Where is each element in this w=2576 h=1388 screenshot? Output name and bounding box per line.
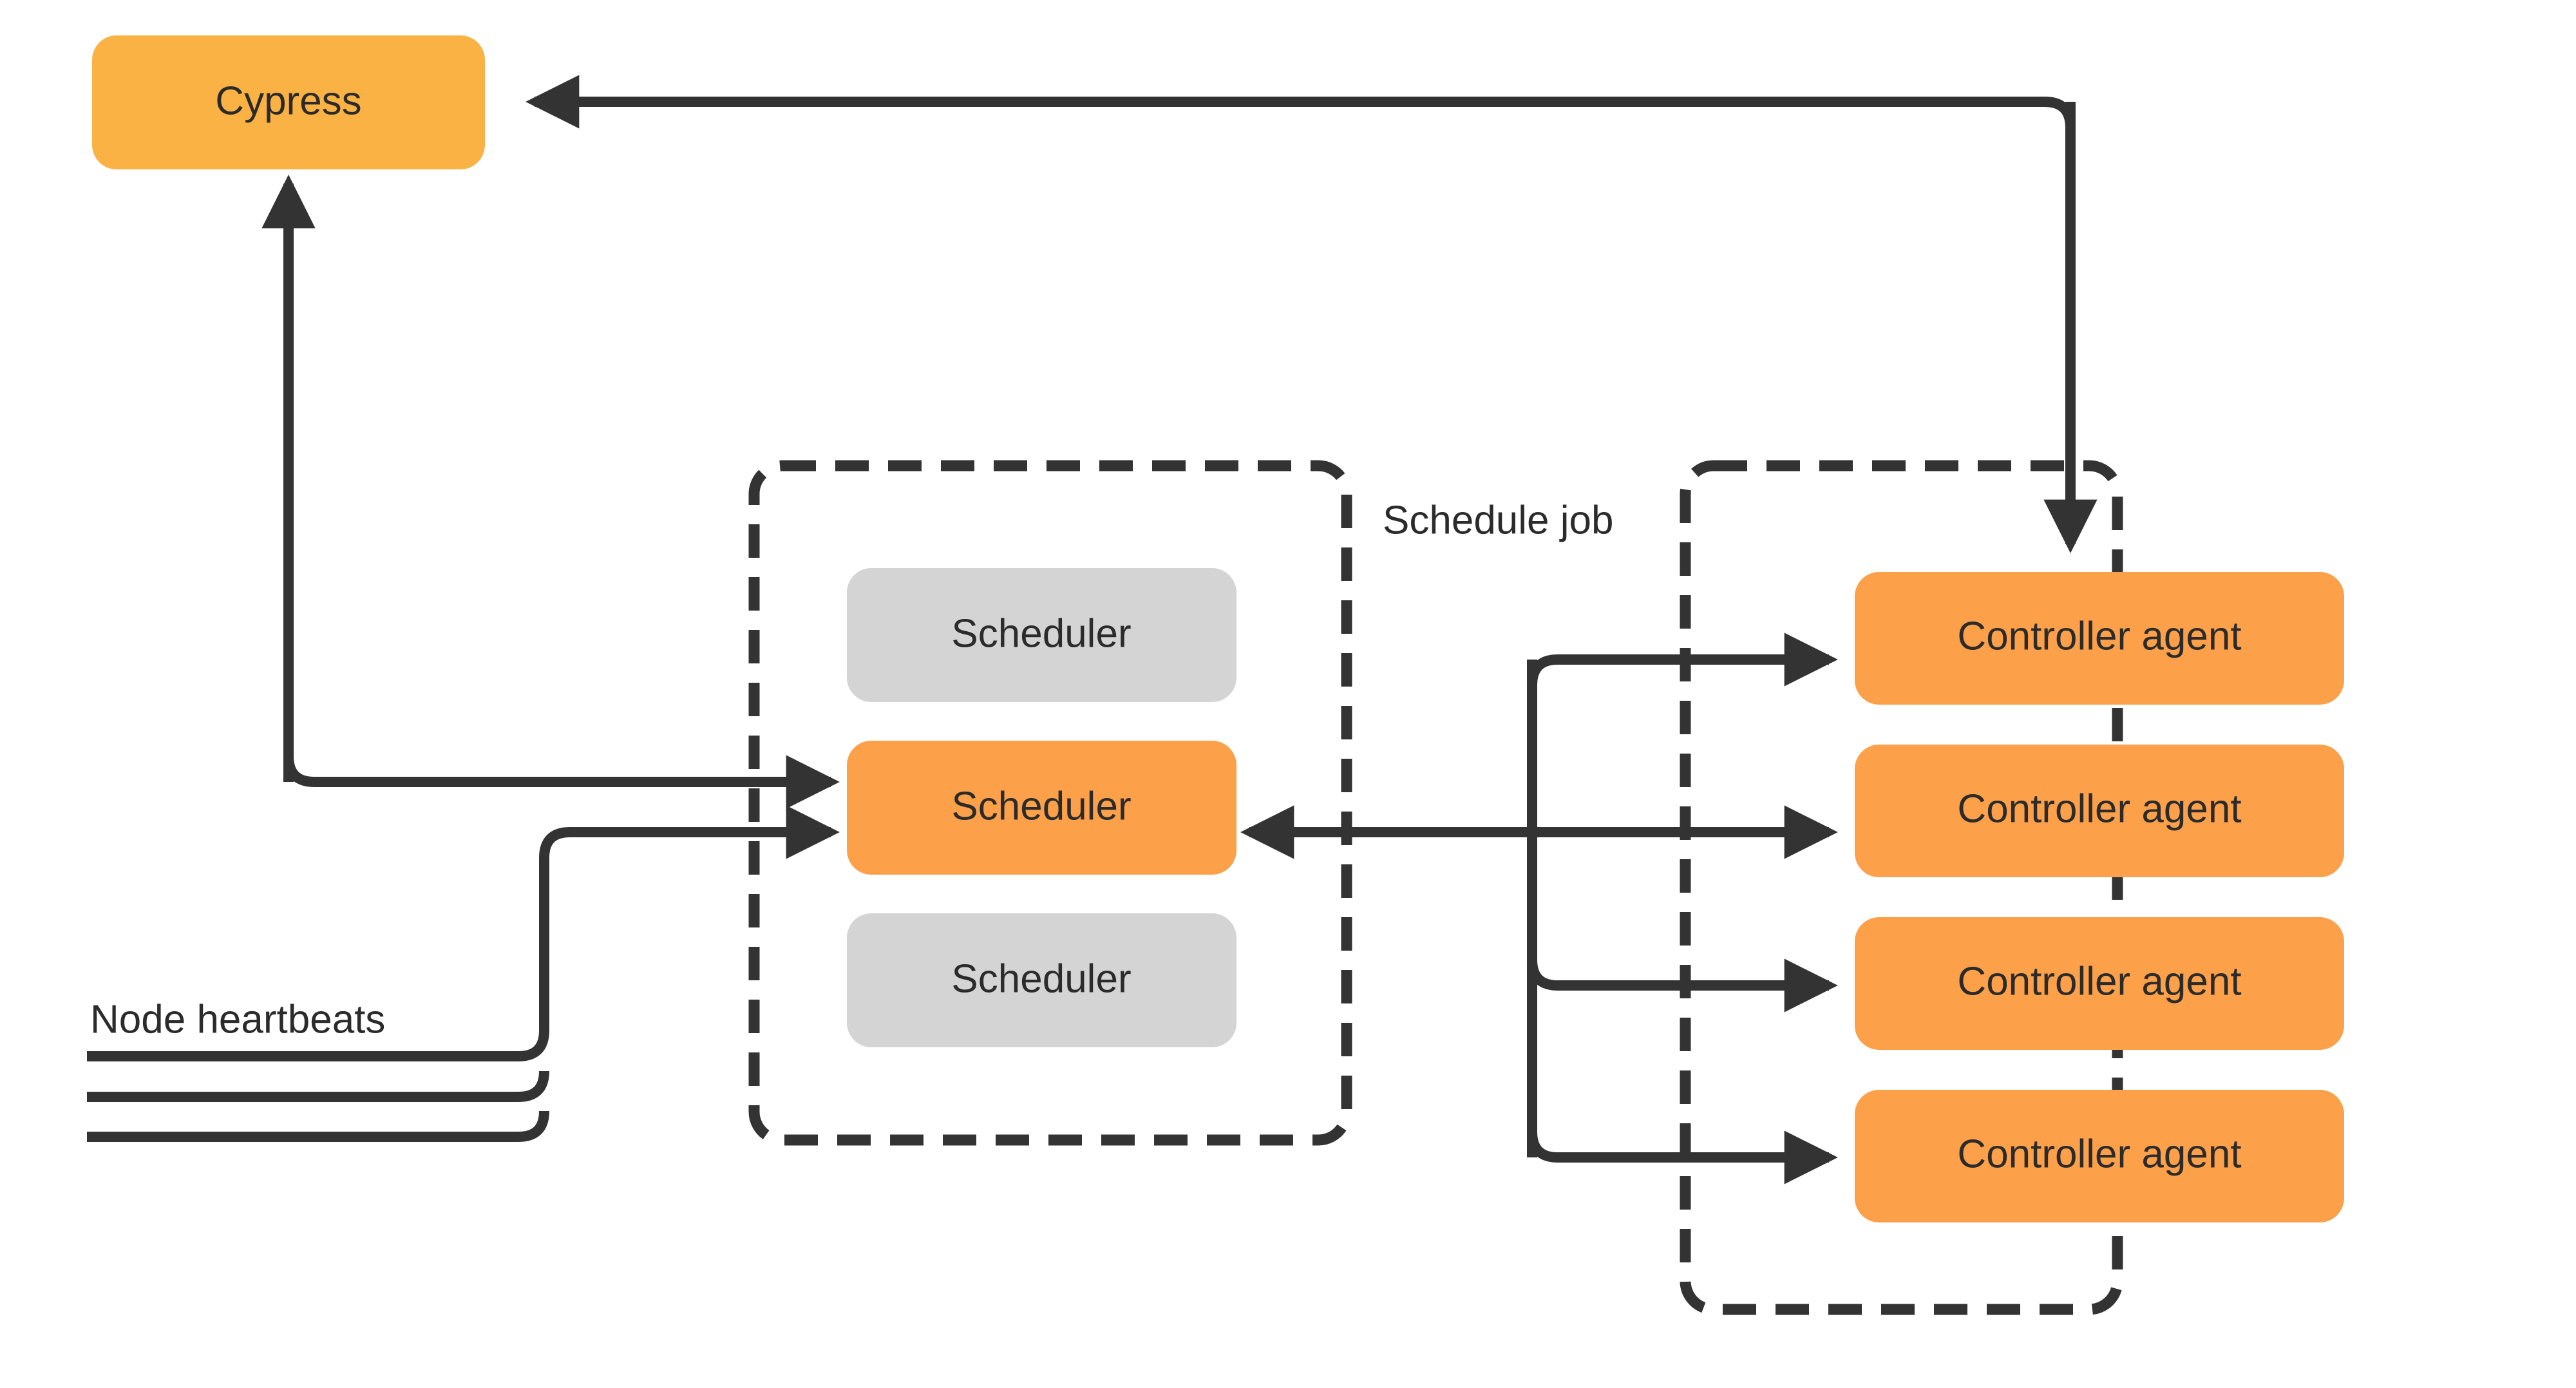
scheduler-3-label: Scheduler xyxy=(951,956,1131,1001)
controller-agent-2-label: Controller agent xyxy=(1957,786,2241,831)
controller-agent-2-box[interactable] xyxy=(1855,745,2344,877)
controller-agent-group-container xyxy=(1680,460,2123,1315)
node-controller-agent-3[interactable]: Controller agent xyxy=(1855,917,2344,1050)
node-scheduler-2[interactable]: Scheduler xyxy=(847,741,1236,875)
controller-agent-4-label: Controller agent xyxy=(1957,1132,2241,1176)
scheduler-3-box[interactable] xyxy=(847,913,1236,1047)
controller-agent-3-box[interactable] xyxy=(1855,917,2344,1050)
edge-cypress-to-scheduler xyxy=(261,175,840,809)
cypress-label: Cypress xyxy=(215,79,361,123)
edge-node-heartbeats xyxy=(87,805,840,1142)
scheduler-2-label: Scheduler xyxy=(951,784,1131,828)
scheduler-1-box[interactable] xyxy=(847,568,1236,702)
controller-agent-1-label: Controller agent xyxy=(1957,614,2241,658)
cypress-box[interactable] xyxy=(92,35,485,169)
node-controller-agent-4[interactable]: Controller agent xyxy=(1855,1090,2344,1222)
scheduler-1-label: Scheduler xyxy=(951,611,1131,656)
node-scheduler-1[interactable]: Scheduler xyxy=(847,568,1236,702)
node-heartbeats-label: Node heartbeats xyxy=(90,997,385,1041)
controller-agent-4-box[interactable] xyxy=(1855,1090,2344,1222)
scheduler-group-container xyxy=(748,460,1352,1146)
edge-scheduler-to-agents xyxy=(1527,632,1838,1184)
node-scheduler-3[interactable]: Scheduler xyxy=(847,913,1236,1047)
schedule-job-label: Schedule job xyxy=(1383,498,1614,542)
scheduler-2-box[interactable] xyxy=(847,741,1236,875)
node-cypress[interactable]: Cypress xyxy=(92,35,485,169)
node-controller-agent-2[interactable]: Controller agent xyxy=(1855,745,2344,877)
controller-agent-1-box[interactable] xyxy=(1855,572,2344,705)
node-controller-agent-1[interactable]: Controller agent xyxy=(1855,572,2344,705)
controller-agent-3-label: Controller agent xyxy=(1957,959,2241,1003)
